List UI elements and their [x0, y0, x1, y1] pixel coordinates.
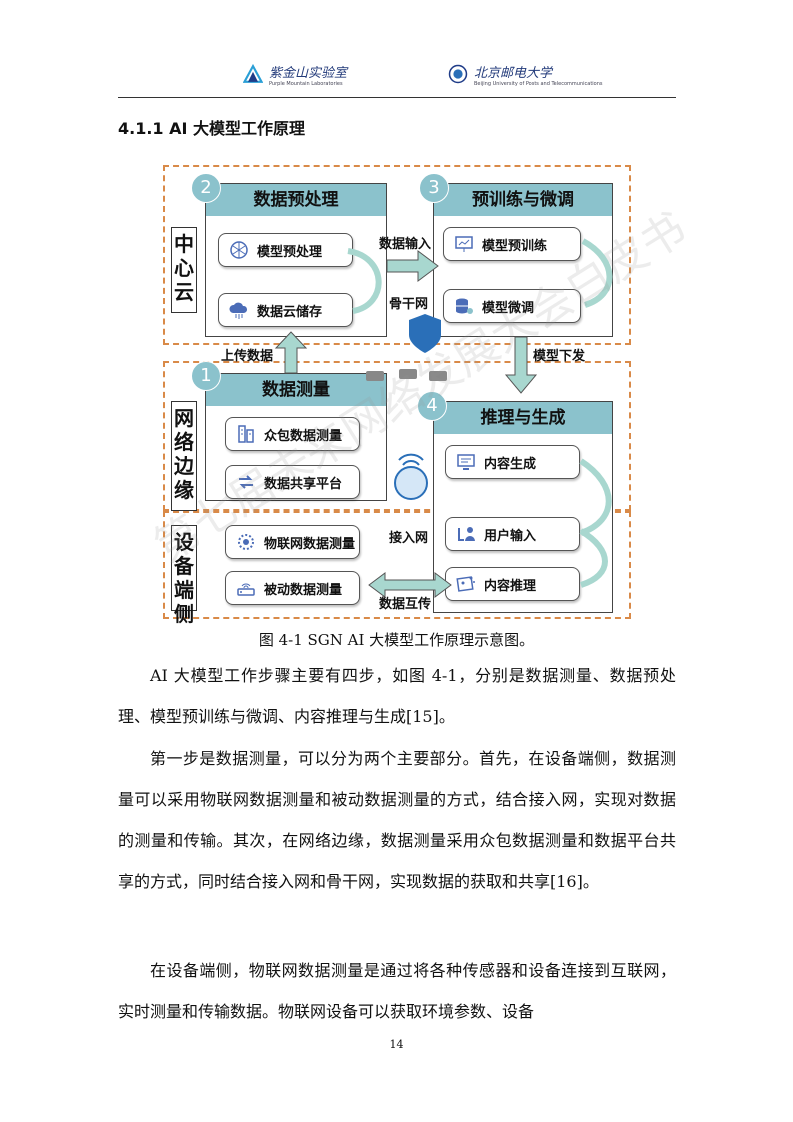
camera-icon	[399, 369, 417, 379]
step-number-2: 2	[191, 173, 221, 203]
database-icon	[456, 298, 473, 314]
data-exchange-label: 数据互传	[379, 597, 432, 612]
iot-measure-item: 物联网数据测量	[225, 525, 360, 559]
upload-arrow	[274, 331, 308, 374]
user-input-icon	[458, 527, 475, 541]
step-number-3: 3	[419, 173, 449, 203]
device-zone	[163, 511, 631, 619]
upload-label: 上传数据	[221, 349, 274, 364]
model-pretrain-item: 模型预训练	[443, 227, 581, 261]
edge-zone-label: 网络边缘	[171, 401, 197, 511]
left-logo-text: 紫金山实验室	[269, 65, 348, 81]
model-down-label: 模型下发	[533, 349, 586, 364]
bupt-logo: 北京邮电大学 Beijing University of Posts and T…	[448, 59, 603, 89]
inference-title: 推理与生成	[434, 402, 612, 434]
paragraph-2: 第一步是数据测量，可以分为两个主要部分。首先，在设备端侧，数据测量可以采用物联网…	[118, 749, 676, 891]
model-finetune-item: 模型微调	[443, 289, 581, 323]
cloud-icon	[229, 302, 248, 319]
figure-caption: 图 4-1 SGN AI 大模型工作原理示意图。	[258, 631, 535, 649]
access-net-label: 接入网	[389, 531, 429, 546]
map-sparkle-icon	[456, 576, 475, 592]
paragraph-1: AI 大模型工作步骤主要有四步，如图 4-1，分别是数据测量、数据预处理、模型预…	[118, 666, 676, 726]
exchange-arrows-icon	[239, 475, 253, 489]
page-number: 14	[389, 1038, 404, 1051]
left-logo-subtext: Purple Mountain Laboratories	[269, 80, 343, 87]
ai-model-diagram: 中心云 网络边缘 设备端侧 数据预处理 2 模型预处理 数据云储存 预训练与微调…	[163, 165, 635, 626]
edge-zone	[163, 361, 631, 511]
inference-loop-arrow-2	[579, 528, 608, 588]
user-input-item: 用户输入	[445, 517, 580, 551]
monitor-icon	[457, 454, 475, 470]
measurement-title: 数据测量	[206, 374, 386, 406]
pretrain-loop-arrow	[581, 238, 613, 308]
iot-dots-icon	[238, 534, 254, 550]
university-seal-icon	[448, 64, 468, 84]
camera-icon	[366, 371, 384, 381]
presentation-board-icon	[455, 236, 473, 252]
passive-measure-item: 被动数据测量	[225, 571, 360, 605]
backbone-label: 骨干网	[389, 297, 429, 312]
data-input-arrow	[386, 250, 439, 282]
data-exchange-arrow	[368, 572, 452, 598]
wifi-icon	[398, 453, 424, 466]
device-zone-label: 设备端侧	[171, 525, 197, 626]
step-number-1: 1	[191, 361, 221, 391]
data-input-label: 数据输入	[379, 237, 432, 252]
camera-icon	[429, 371, 447, 381]
right-logo-subtext: Beijing University of Posts and Telecomm…	[474, 80, 603, 87]
mountain-logo-icon	[243, 64, 263, 83]
section-title: 4.1.1 AI 大模型工作原理	[118, 119, 306, 138]
flow-arrows	[274, 238, 613, 598]
network-graph-icon	[230, 241, 248, 259]
right-logo-text: 北京邮电大学	[474, 65, 553, 81]
shield-icon	[409, 314, 441, 353]
cloud-zone	[163, 165, 631, 345]
pretrain-title: 预训练与微调	[434, 184, 612, 216]
page-header: 紫金山实验室 Purple Mountain Laboratories 北京邮电…	[118, 55, 676, 98]
model-preprocess-item: 模型预处理	[218, 233, 353, 267]
building-grid-icon	[238, 425, 254, 443]
globe-icon	[394, 466, 428, 500]
inference-loop-arrow-1	[579, 458, 612, 536]
paragraph-3: 在设备端侧，物联网数据测量是通过将各种传感器和设备连接到互联网，实时测量和传输数…	[118, 961, 676, 1021]
model-down-arrow	[504, 336, 538, 394]
crowdsource-item: 众包数据测量	[225, 417, 360, 451]
cloud-zone-label: 中心云	[171, 227, 197, 313]
content-inference-item: 内容推理	[445, 567, 580, 601]
cloud-storage-item: 数据云储存	[218, 293, 353, 327]
step-number-4: 4	[417, 391, 447, 421]
preprocess-loop-arrow	[347, 248, 382, 314]
content-generation-item: 内容生成	[445, 445, 580, 479]
preprocess-title: 数据预处理	[206, 184, 386, 216]
data-sharing-item: 数据共享平台	[225, 465, 360, 499]
purple-mountain-logo: 紫金山实验室 Purple Mountain Laboratories	[243, 59, 347, 89]
router-icon	[237, 583, 255, 596]
